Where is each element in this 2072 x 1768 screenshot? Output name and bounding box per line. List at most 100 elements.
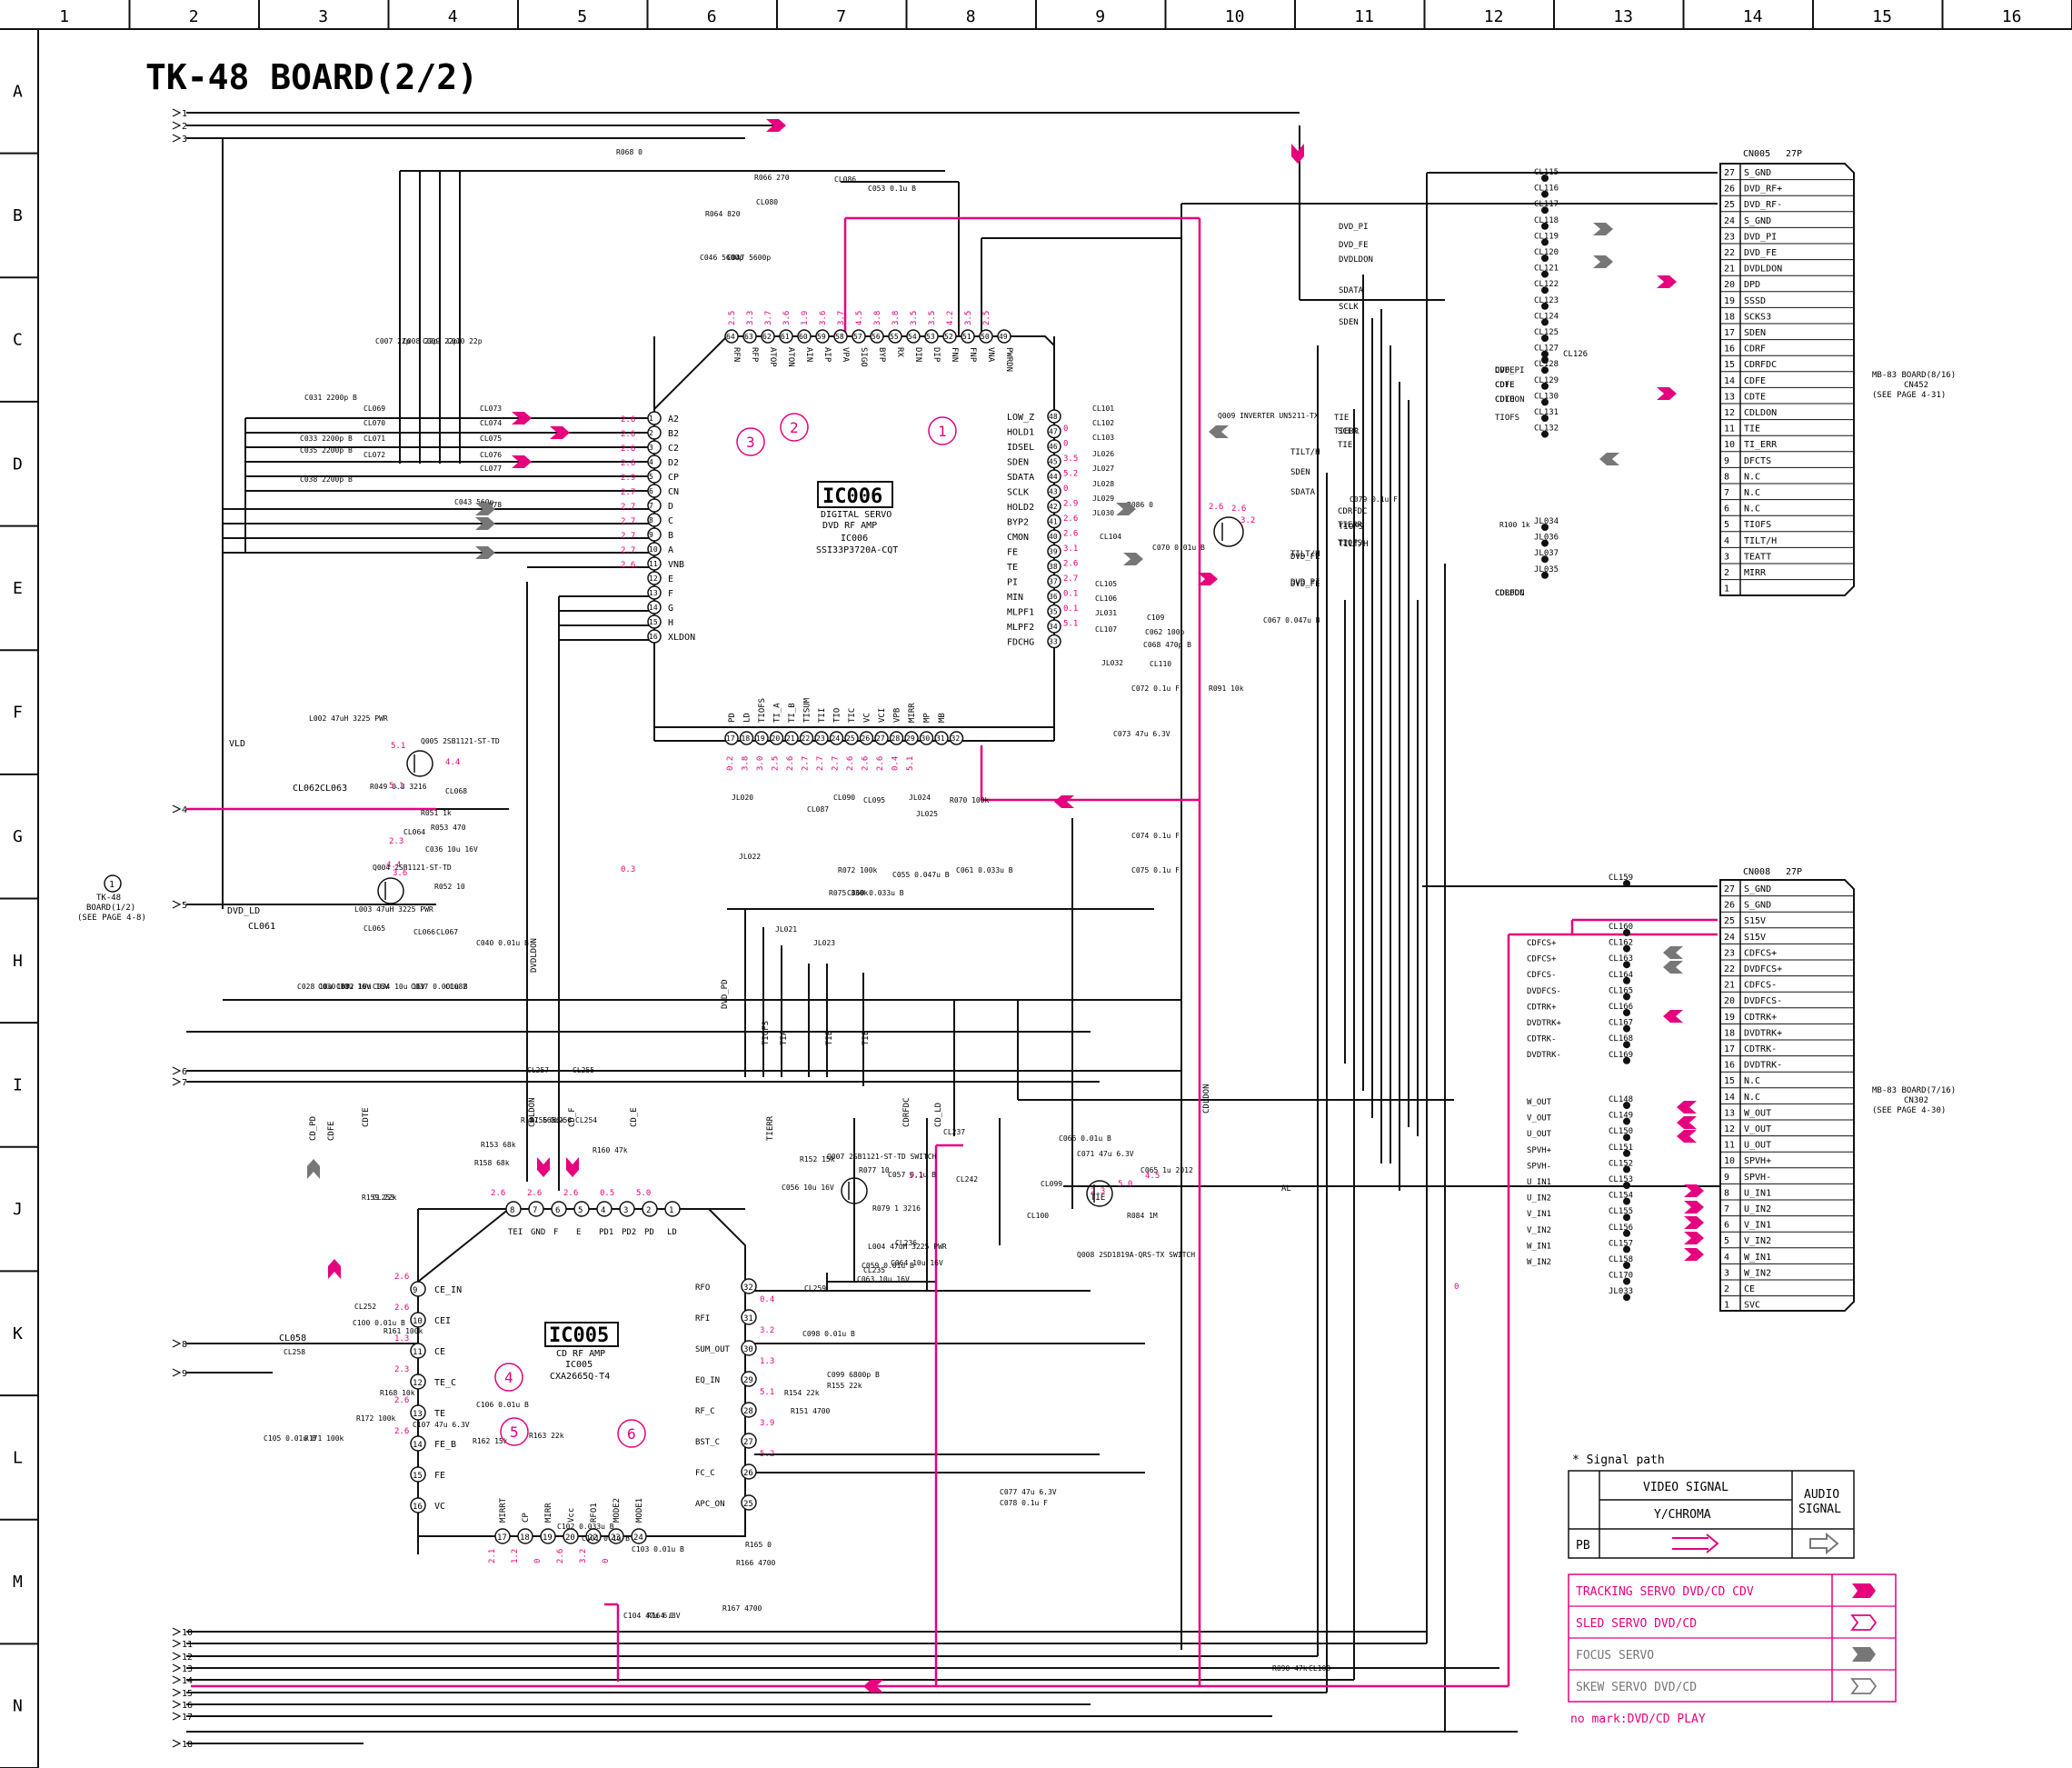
ic006-part: SSI33P3720A-CQT — [816, 545, 898, 555]
cn008-pin-num: 15 — [1724, 1076, 1735, 1086]
ic006-top-pin-label: RX — [895, 347, 904, 357]
ic005-bottom-pin — [517, 1528, 533, 1544]
row-label: E — [13, 579, 23, 598]
component-label: R086 0 — [1127, 501, 1153, 509]
cn005-pin-signal: DPD — [1744, 280, 1760, 290]
cn005-pin-signal: SCKS3 — [1744, 312, 1771, 322]
voltage: 0 — [1454, 1283, 1459, 1292]
column-label: 9 — [1095, 7, 1105, 26]
ic005-right-pin-label: RFI — [695, 1314, 710, 1324]
cn008-cl-label: CL158 — [1609, 1255, 1633, 1264]
component-label: C075 0.1u F — [1131, 866, 1180, 874]
cn008-pin-signal: DVDFCS- — [1744, 996, 1782, 1006]
cn005-side-label: DVD_PI — [1290, 578, 1320, 587]
component-label: CL104 — [1100, 533, 1121, 541]
cn005-pin-signal: TIOFS — [1744, 520, 1771, 530]
ic006-right-pin — [1047, 604, 1061, 619]
cn005-pins-label: 27P — [1786, 149, 1802, 159]
component-label: C008 22p — [403, 337, 438, 345]
cn005-pin-signal: S_GND — [1744, 216, 1771, 226]
cl-dot — [1623, 1149, 1630, 1157]
net-label: SDATA — [1290, 488, 1316, 497]
ic006-right-pin-num: 42 — [1049, 503, 1058, 511]
ic005-right-pin — [741, 1371, 757, 1387]
cn008-pin-signal: W_IN1 — [1744, 1253, 1771, 1263]
cn008-cl-label: CL164 — [1609, 971, 1633, 980]
ic006-bottom-pin-num: 28 — [892, 734, 901, 743]
legend-audio: AUDIO — [1804, 1488, 1839, 1502]
cl-dot — [1541, 539, 1549, 547]
left-conn-arrow — [172, 1675, 182, 1684]
ic005-left-pin-num: 9 — [413, 1286, 417, 1295]
ic005-bottom-pin-num: 23 — [611, 1533, 621, 1543]
left-conn-arrow — [172, 1627, 182, 1636]
left-conn-num: 10 — [182, 1628, 193, 1638]
left-net-label: CL062 — [293, 784, 320, 794]
net-label: TIERR — [1338, 521, 1363, 530]
ic006-left-pin-label: G — [668, 604, 673, 614]
component-label: C038 2200p B — [300, 475, 353, 484]
voltage: 3.1 — [1063, 544, 1078, 554]
component-label: C031 2200p B — [304, 394, 357, 402]
voltage: 2.9 — [1063, 500, 1078, 509]
cn005-side-labels: DVD_PIDVD_FEDVDLDONSDATASCLKSDENCDFECDTE… — [1290, 168, 1588, 598]
component-label: JL020 — [732, 794, 753, 802]
cn005-pin-signal: SSSD — [1744, 296, 1766, 306]
cn005-cl-label: JL036 — [1534, 534, 1559, 543]
ic006-top-pin-num: 49 — [999, 333, 1008, 341]
cn008-side-label: SPVH- — [1527, 1162, 1551, 1171]
tracking-arrow — [1677, 1101, 1697, 1114]
ic006-bottom-pin — [754, 731, 769, 745]
net-label: CD_LD — [934, 1103, 943, 1127]
cn005-pin-signal: S_GND — [1744, 168, 1771, 178]
ic006-left-pin-num: 12 — [649, 574, 658, 583]
cn008-pin-num: 12 — [1724, 1124, 1735, 1134]
ic005-right-pin-num: 26 — [743, 1469, 753, 1478]
component-label: R153 68k — [481, 1141, 516, 1149]
cn008-cl-label: CL149 — [1609, 1112, 1633, 1121]
component-label: C028 10u 16V — [297, 983, 350, 991]
component-label: CL235 — [863, 1266, 885, 1274]
voltage: 1.3 — [760, 1357, 774, 1366]
cn005-side-label: SDEN — [1339, 318, 1359, 327]
component-label: C034 10u 16V — [373, 983, 425, 991]
ic006-left-pin-num: 8 — [649, 516, 653, 524]
ic006-right-pin-label: IDSEL — [1007, 443, 1034, 453]
component-label: C010 22p — [447, 337, 483, 345]
left-conn-num: 1 — [182, 109, 187, 119]
ic005-top-pin-label: PD — [644, 1228, 654, 1237]
cn008-pin-signal: U_IN2 — [1744, 1204, 1771, 1214]
cn005-cl-label: CL120 — [1534, 248, 1559, 257]
ic006-top-pin-label: ATON — [786, 347, 795, 367]
voltage: 4.5 — [855, 311, 864, 325]
cn005-pin-num: 3 — [1724, 552, 1729, 562]
ic006-left-pin-num: 11 — [649, 560, 658, 568]
ic005-top-pin-label: GND — [531, 1228, 545, 1237]
cn005-pin-num: 4 — [1724, 536, 1729, 546]
left-conn-arrow — [172, 121, 182, 130]
component-label: C105 0.01u B — [264, 1434, 316, 1443]
cn005-cl-label: CL126 — [1563, 350, 1588, 359]
voltage: 5.1 — [909, 1172, 923, 1181]
cn008-pin-num: 23 — [1724, 948, 1735, 958]
ic005-top-pin-num: 5 — [578, 1206, 583, 1215]
voltage: 5.1 — [391, 742, 405, 751]
voltage: 5.1 — [760, 1388, 774, 1397]
voltage: 2.7 — [621, 532, 635, 541]
component-label: JL023 — [813, 939, 835, 947]
cn008-pin-num: 20 — [1724, 996, 1735, 1006]
ic006-right-pin-num: 43 — [1049, 488, 1058, 496]
ic006-right-pin-num: 46 — [1049, 443, 1058, 451]
cn005-cl-label: JL037 — [1534, 549, 1559, 558]
row-label: N — [13, 1697, 23, 1716]
column-label: 16 — [2002, 7, 2022, 26]
ic005-top-pin-num: 7 — [533, 1206, 537, 1215]
component-label: L002 47uH 3225 PWR — [309, 714, 388, 723]
column-label: 2 — [189, 7, 199, 26]
left-conn-num: 13 — [182, 1664, 193, 1674]
cn005-cl-label: CL117 — [1534, 200, 1559, 209]
voltage: 2.6 — [491, 1189, 505, 1198]
tracking-arrow — [512, 455, 532, 468]
net-label: CDLDON — [1495, 589, 1525, 598]
voltage: 2.5 — [772, 756, 781, 771]
